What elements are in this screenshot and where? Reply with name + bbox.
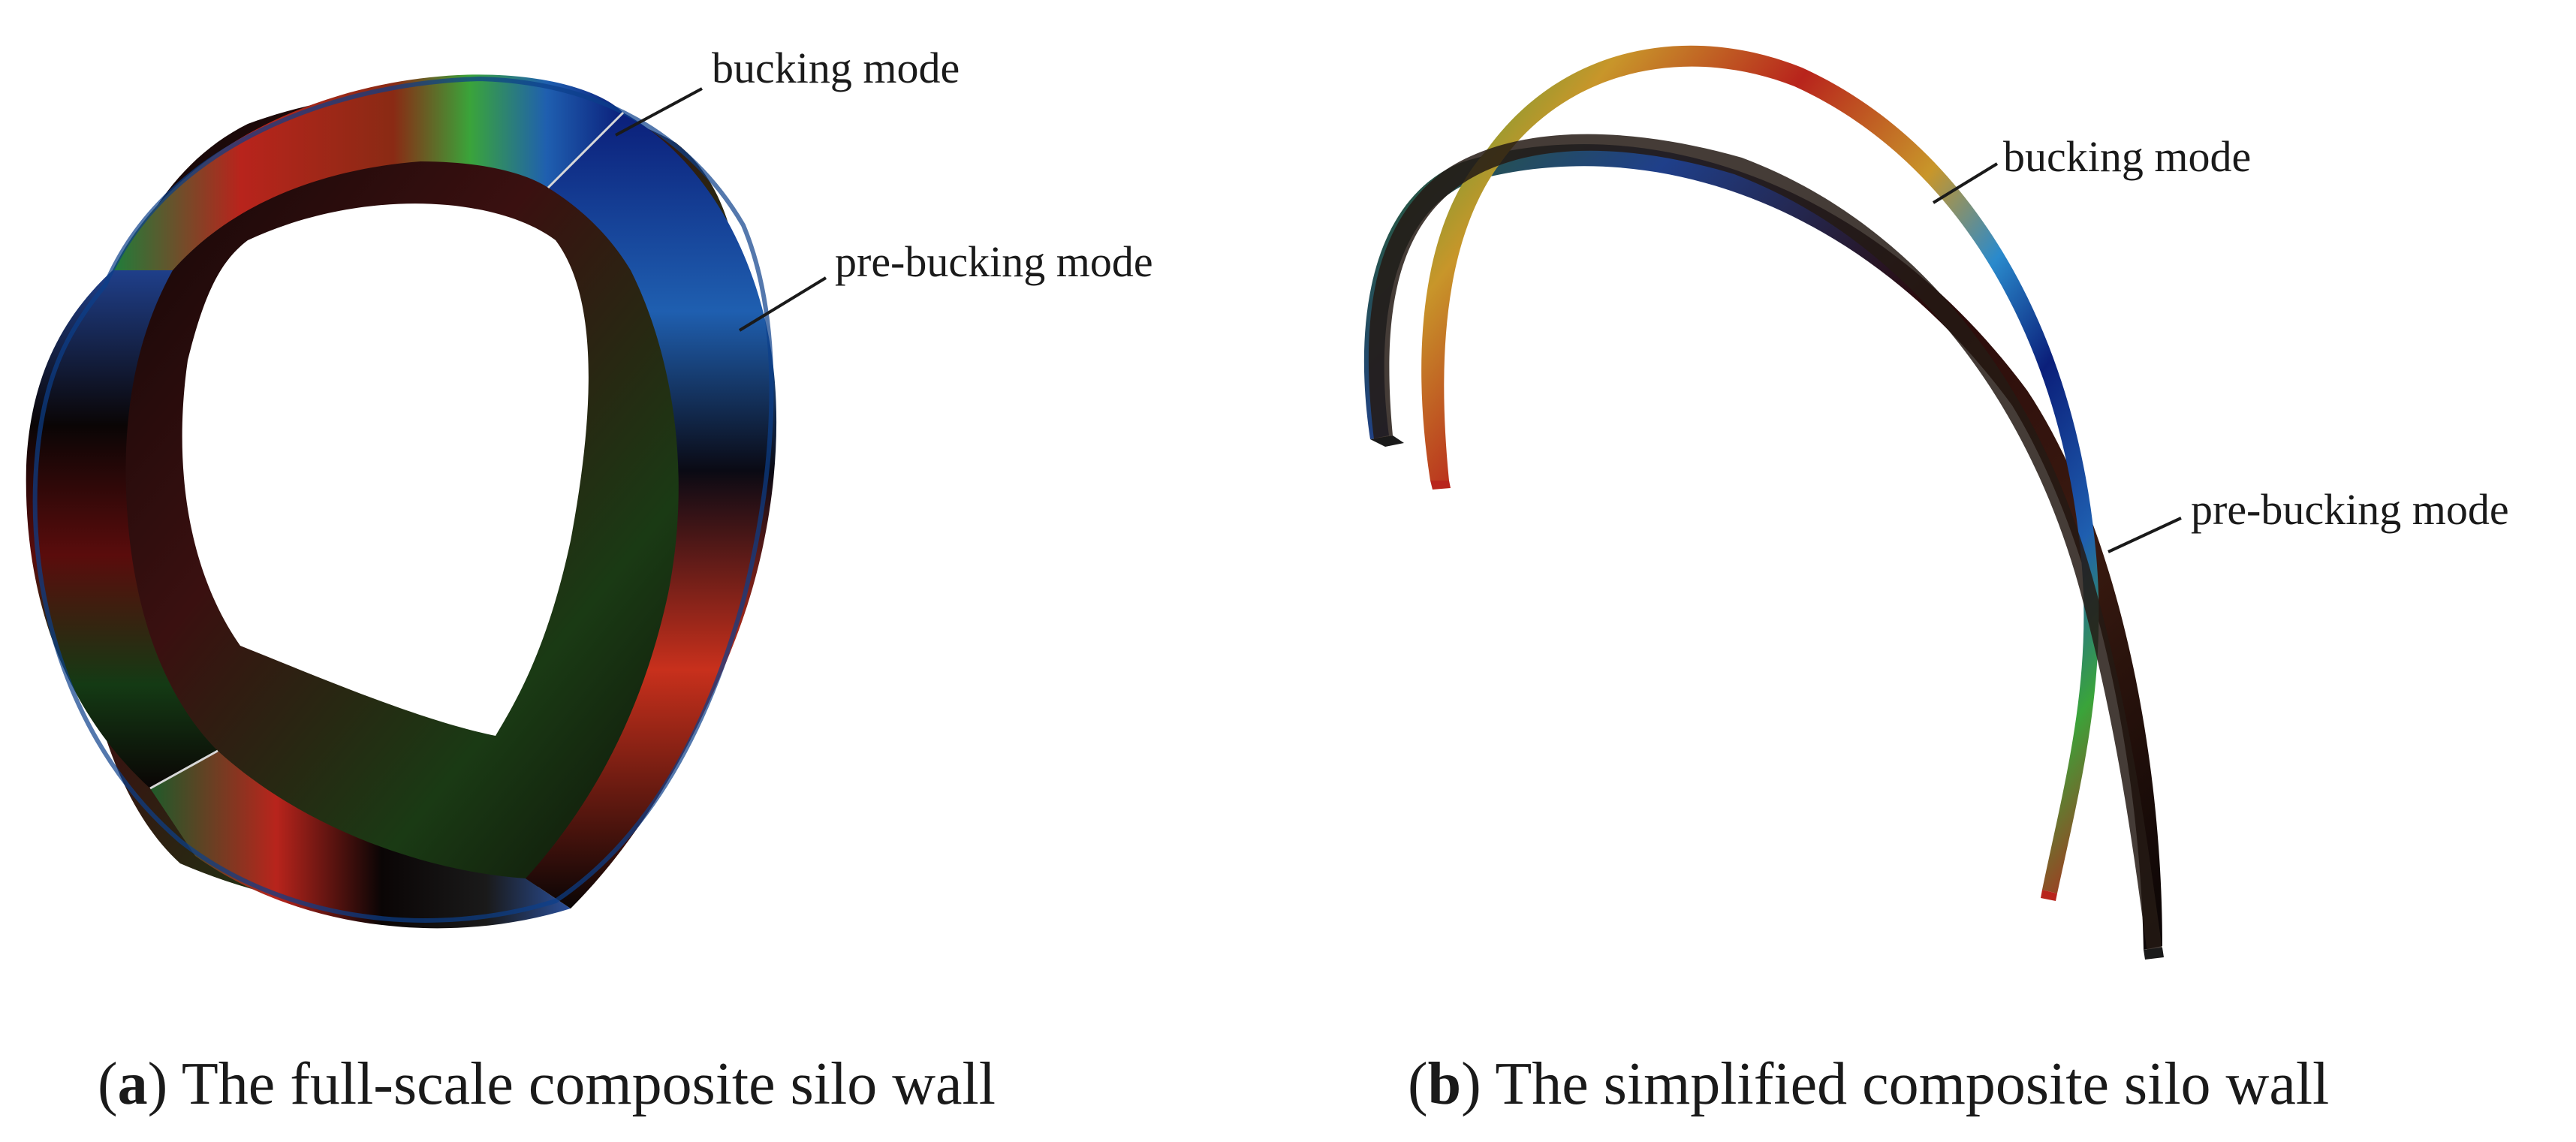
arch-leg-foot bbox=[1430, 481, 1451, 490]
caption-letter: a bbox=[118, 1051, 148, 1117]
ring-left-band bbox=[26, 270, 218, 788]
pre-buckling-mode-label: pre-bucking mode bbox=[835, 237, 1153, 286]
pre-buckling-arch-front bbox=[1368, 134, 2162, 954]
caption-text: ) The simplified composite silo wall bbox=[1461, 1051, 2329, 1117]
ring-right-band bbox=[526, 113, 777, 908]
buckling-mode-label: bucking mode bbox=[712, 44, 960, 92]
panel-a: bucking mode pre-bucking mode (a) The fu… bbox=[26, 44, 1153, 1117]
caption-paren: ( bbox=[1408, 1051, 1428, 1117]
buckling-mode-leader bbox=[1932, 162, 1999, 204]
buckling-mode-leader bbox=[615, 87, 703, 137]
panel-b: bucking mode pre-bucking mode (b) The si… bbox=[1363, 45, 2509, 1117]
buckling-mode-label: bucking mode bbox=[2003, 132, 2251, 181]
panel-a-caption: (a) The full-scale composite silo wall bbox=[98, 1051, 996, 1117]
panel-b-caption: (b) The simplified composite silo wall bbox=[1408, 1051, 2329, 1117]
seam-line bbox=[547, 111, 625, 189]
seam-line bbox=[149, 749, 218, 790]
caption-paren: ( bbox=[98, 1051, 118, 1117]
arch-leg-foot bbox=[2041, 890, 2057, 901]
arch-leg-foot bbox=[2144, 948, 2164, 960]
pre-buckling-outline bbox=[32, 76, 774, 923]
pre-buckling-mode-leader bbox=[738, 276, 827, 332]
pre-buckling-arch-back bbox=[1363, 143, 2162, 950]
full-scale-silo-wall-model bbox=[26, 74, 777, 929]
simplified-silo-wall-model bbox=[1363, 45, 2164, 960]
ring-top-band bbox=[113, 74, 623, 271]
pre-buckling-mode-label: pre-bucking mode bbox=[2191, 485, 2509, 534]
caption-letter: b bbox=[1428, 1051, 1462, 1117]
pre-buckling-mode-leader bbox=[2107, 517, 2182, 553]
caption-text: ) The full-scale composite silo wall bbox=[148, 1051, 996, 1117]
ring-opening bbox=[182, 203, 589, 736]
